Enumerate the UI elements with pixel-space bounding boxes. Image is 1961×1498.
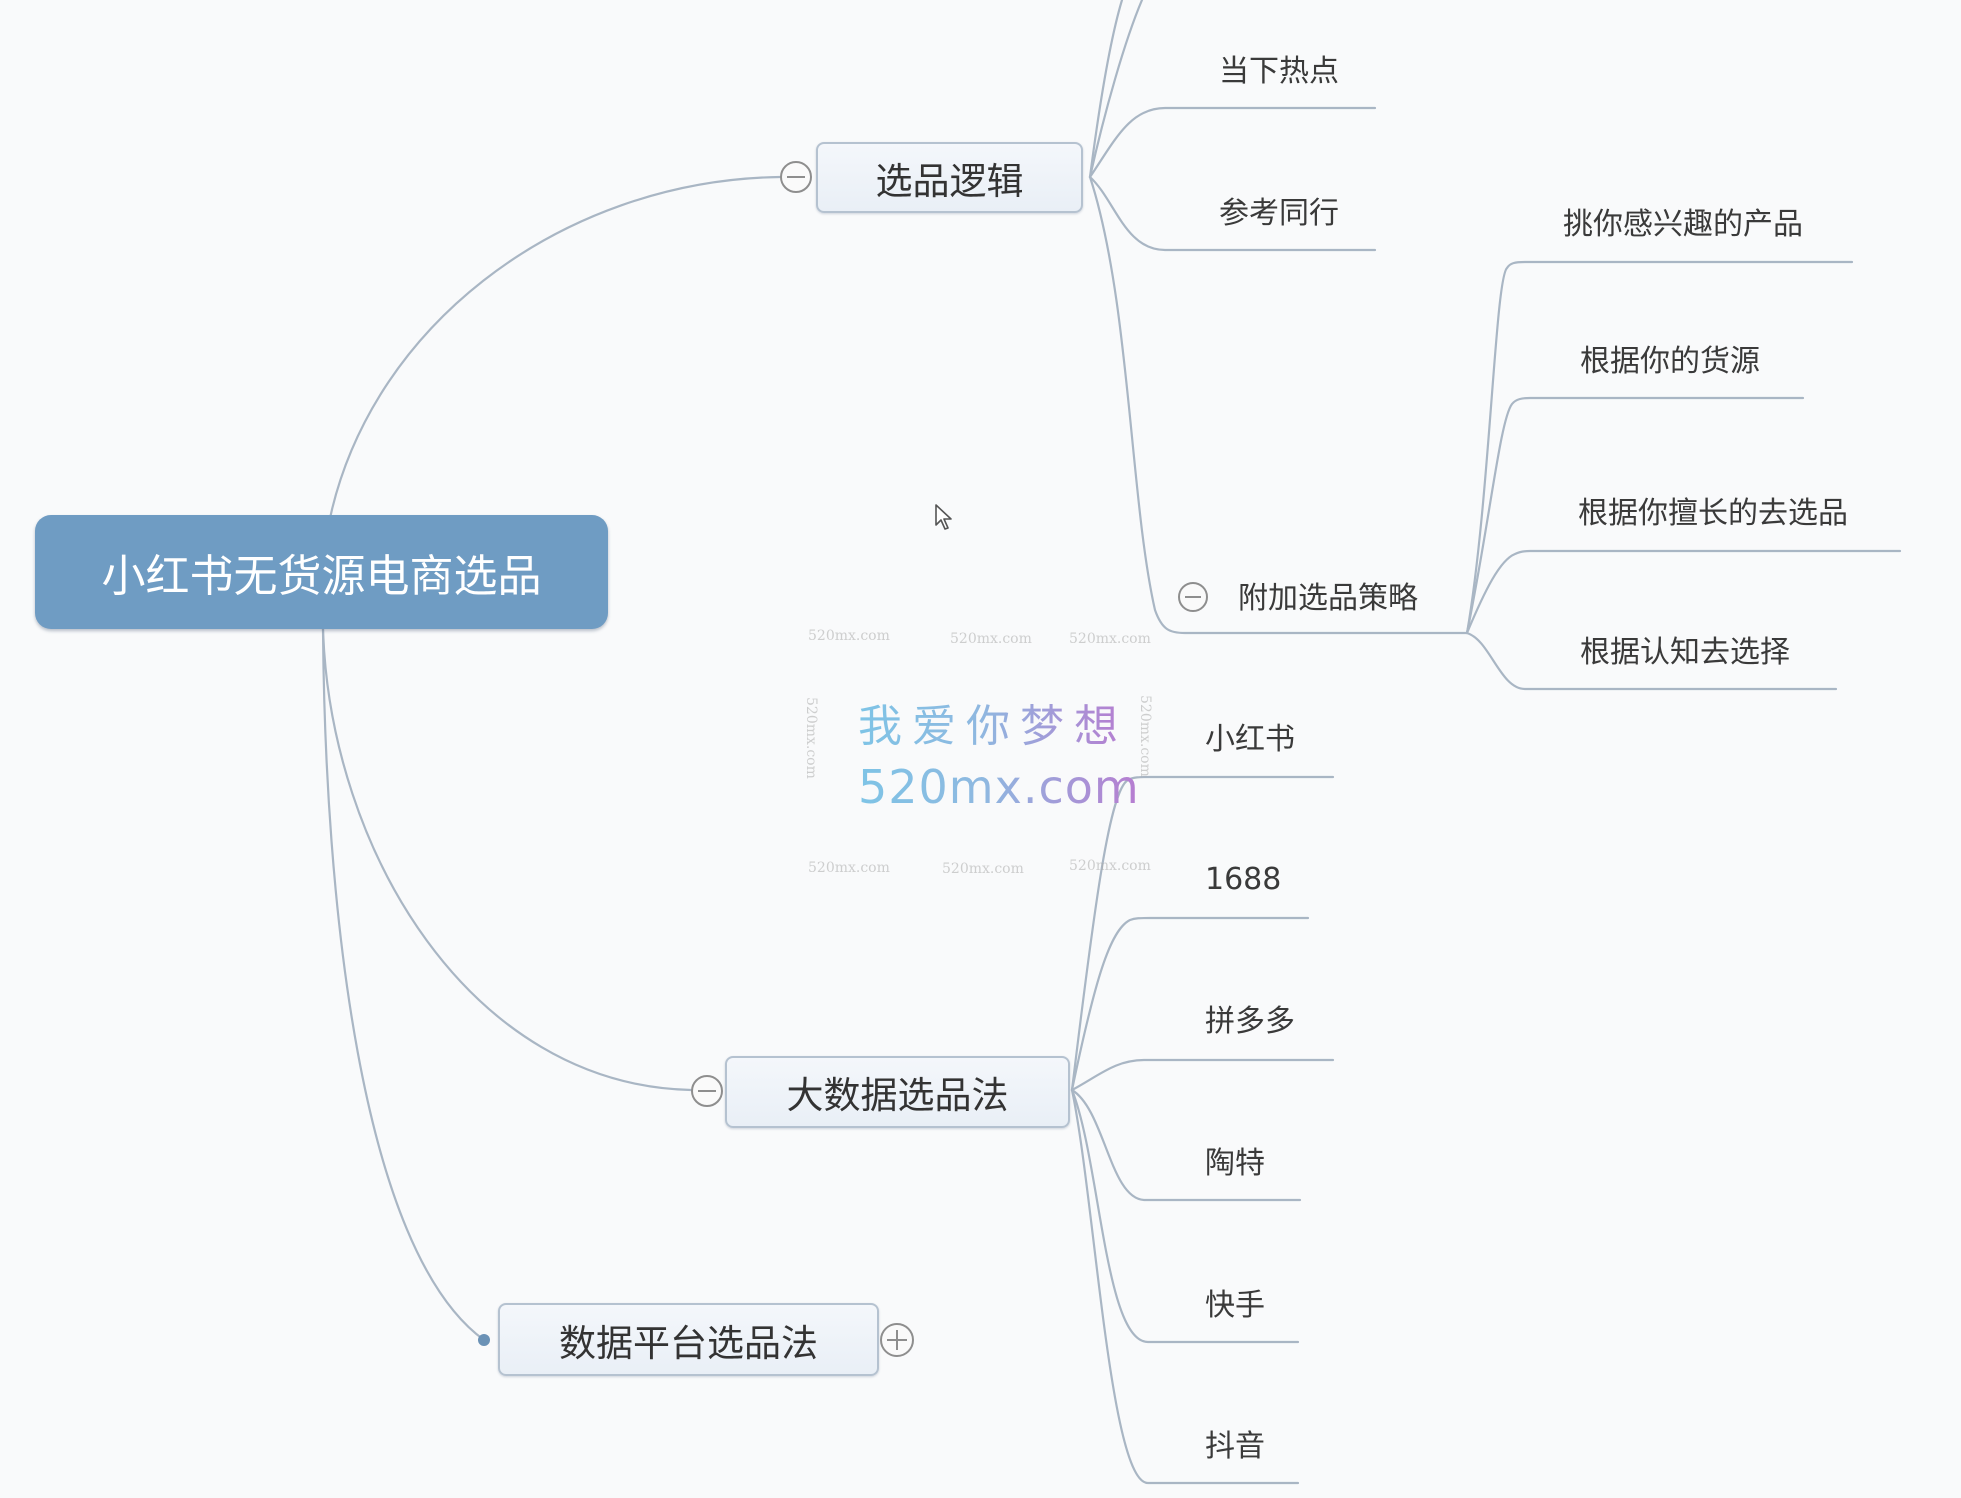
- connector-fujia-1: [1465, 260, 1854, 635]
- watermark-tile: 520mx.com: [808, 860, 890, 876]
- subtopic-dangxia-redian[interactable]: 当下热点: [1219, 54, 1339, 89]
- collapse-minus-icon[interactable]: [780, 161, 812, 193]
- connector-dashuju-5: [1070, 1088, 1300, 1344]
- topic-label: 选品逻辑: [875, 159, 1024, 203]
- connector-fujia-3: [1465, 549, 1902, 635]
- connector-root-topic1: [324, 175, 782, 541]
- topic-shuju-pingtai-xuanpinfa[interactable]: 数据平台选品法: [498, 1303, 879, 1376]
- topic-xuanpin-luoji[interactable]: 选品逻辑: [816, 142, 1083, 213]
- subtopic-item[interactable]: 根据认知去选择: [1580, 635, 1790, 670]
- subtopic-cankao-tonghang[interactable]: 参考同行: [1219, 196, 1339, 231]
- expand-plus-icon[interactable]: [880, 1323, 914, 1357]
- collapse-minus-icon[interactable]: [691, 1075, 723, 1107]
- topic-dashuju-xuanpinfa[interactable]: 大数据选品法: [725, 1056, 1070, 1128]
- connector-dashuju-4: [1070, 1088, 1302, 1202]
- connector-dashuju-3: [1070, 1058, 1335, 1092]
- connector-fujia: [1088, 175, 1469, 635]
- central-topic-label: 小红书无货源电商选品: [101, 551, 542, 602]
- connector-offscreen-2: [1088, 0, 1144, 179]
- subtopic-item[interactable]: 陶特: [1205, 1146, 1265, 1181]
- connector-dashuju-2: [1070, 916, 1310, 1092]
- subtopic-item[interactable]: 根据你的货源: [1580, 344, 1760, 379]
- connector-dangxia: [1088, 106, 1377, 179]
- watermark-url: 520mx.com: [858, 760, 1140, 814]
- watermark-tile: 520mx.com: [1069, 858, 1151, 874]
- watermark-tile: 520mx.com: [1069, 631, 1151, 647]
- watermark-title: 我爱你梦想: [858, 690, 1128, 754]
- topic-label: 数据平台选品法: [559, 1321, 818, 1365]
- connector-fujia-4: [1465, 631, 1838, 691]
- watermark-tile: 520mx.com: [950, 631, 1032, 647]
- connector-root-topic2: [321, 627, 693, 1092]
- watermark-tile: 520mx.com: [1137, 695, 1153, 777]
- connector-offscreen-1: [1088, 0, 1124, 179]
- subtopic-item[interactable]: 根据你擅长的去选品: [1578, 496, 1848, 531]
- connector-fujia-2: [1465, 396, 1805, 635]
- subtopic-fujia-xuanpin-celue[interactable]: 附加选品策略: [1238, 581, 1418, 616]
- connector-dot-icon: [478, 1334, 490, 1346]
- mouse-cursor-icon: [935, 504, 952, 530]
- subtopic-item[interactable]: 拼多多: [1205, 1004, 1295, 1039]
- watermark-tile: 520mx.com: [808, 628, 890, 644]
- connector-cankao: [1088, 175, 1377, 252]
- subtopic-item[interactable]: 挑你感兴趣的产品: [1563, 207, 1803, 242]
- connector-dashuju-1: [1070, 775, 1335, 1092]
- subtopic-item[interactable]: 快手: [1205, 1288, 1265, 1323]
- central-topic[interactable]: 小红书无货源电商选品: [35, 515, 608, 629]
- collapse-minus-icon[interactable]: [1178, 582, 1208, 612]
- subtopic-item[interactable]: 抖音: [1205, 1429, 1265, 1464]
- subtopic-item[interactable]: 小红书: [1205, 722, 1295, 757]
- topic-label: 大数据选品法: [786, 1074, 1009, 1117]
- watermark-tile: 520mx.com: [803, 697, 819, 779]
- connector-dashuju-6: [1070, 1088, 1300, 1485]
- subtopic-item[interactable]: 1688: [1205, 862, 1282, 897]
- connector-root-topic3: [321, 627, 486, 1342]
- watermark-tile: 520mx.com: [942, 861, 1024, 877]
